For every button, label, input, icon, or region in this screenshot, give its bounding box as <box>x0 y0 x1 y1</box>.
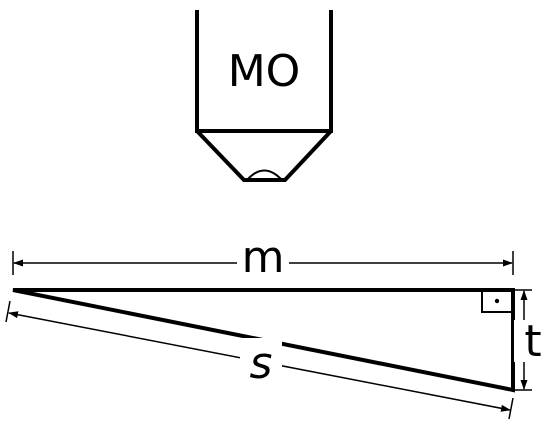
objective-tip-outline <box>195 129 333 182</box>
dimension-s: s <box>5 300 514 420</box>
right-angle-dot <box>494 298 500 304</box>
dimension-t-label: t <box>524 316 541 367</box>
dimension-m-label: m <box>242 232 285 283</box>
objective-label: MO <box>228 46 301 97</box>
objective-body-outline <box>195 10 333 133</box>
microscope-objective: MO <box>195 10 333 182</box>
dimension-s-right-tick <box>508 397 514 420</box>
dimension-t-label-gap <box>514 320 550 362</box>
dimension-s-label: s <box>250 338 273 389</box>
dimension-m-label-gap <box>237 240 289 280</box>
dimension-s-left-tick <box>5 300 11 323</box>
objective-lens <box>247 169 282 180</box>
dimension-t: t <box>514 289 550 391</box>
dimension-m: m <box>12 232 514 283</box>
dimension-s-label-gap <box>240 338 282 386</box>
